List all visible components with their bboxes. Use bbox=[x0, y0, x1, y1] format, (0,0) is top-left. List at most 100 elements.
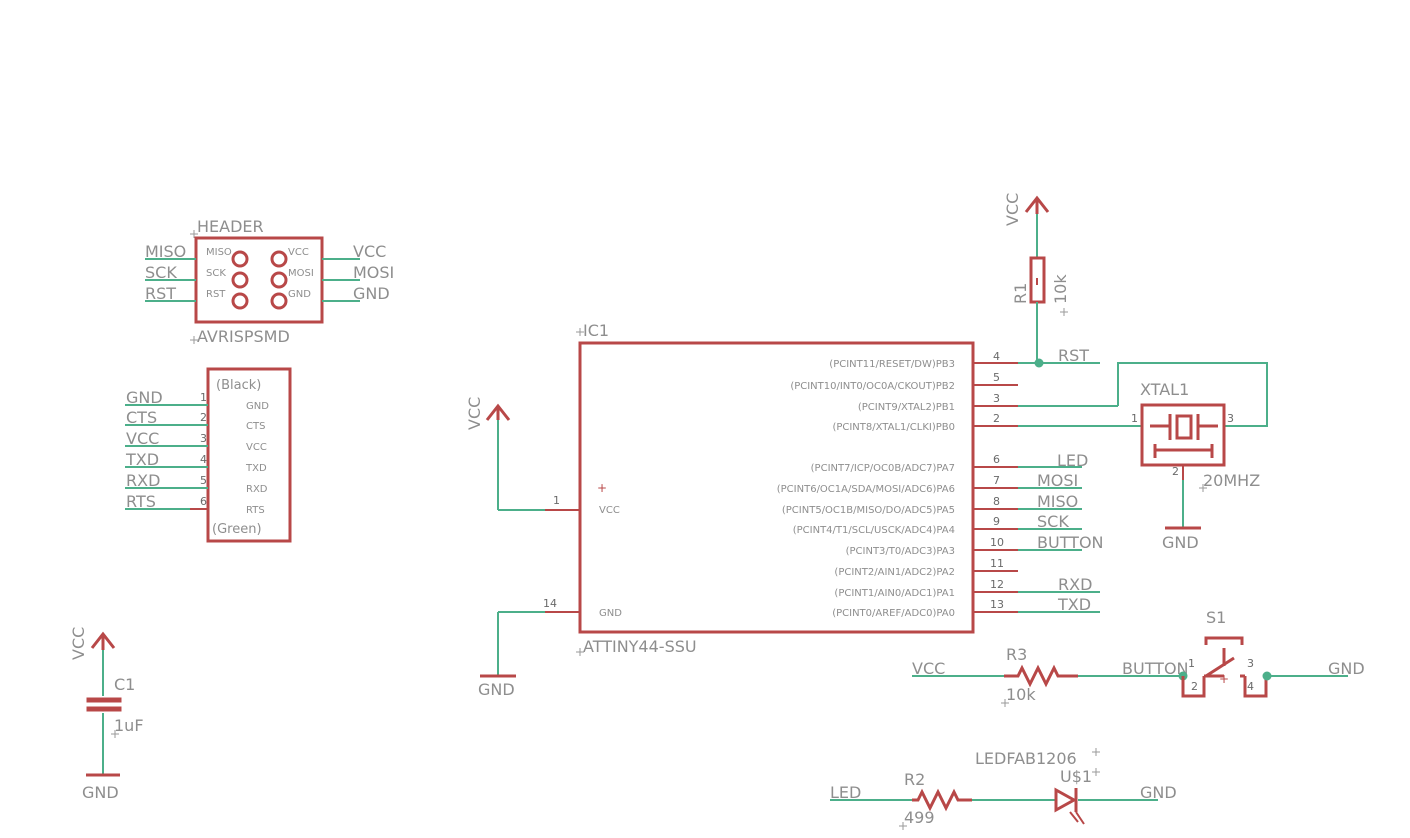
ftdi-pin-label-rxd: RXD bbox=[246, 484, 268, 495]
ftdi-pin-num-1: 1 bbox=[200, 391, 207, 404]
header-pad-3 bbox=[231, 271, 249, 289]
s1-loop-left bbox=[1181, 676, 1206, 698]
ic-pin-label-pa2: (PCINT2/AIN1/ADC2)PA2 bbox=[834, 567, 955, 578]
ic-pin-num-9: 9 bbox=[993, 515, 1000, 528]
c1-name: C1 bbox=[114, 675, 135, 694]
r3-name: R3 bbox=[1006, 645, 1027, 664]
ftdi-pin-num-5: 5 bbox=[200, 474, 207, 487]
ic-gnd-pin-label: GND bbox=[599, 608, 622, 619]
ic-pin-num-11: 11 bbox=[990, 557, 1004, 570]
xtal-name: XTAL1 bbox=[1140, 380, 1189, 399]
r2-zigzag-icon bbox=[912, 788, 972, 812]
ic-right-nets[interactable] bbox=[1018, 362, 1100, 613]
c1-plate-top bbox=[86, 697, 122, 703]
ftdi-net-rts: RTS bbox=[126, 492, 156, 511]
header-pin-label-sck: SCK bbox=[206, 268, 226, 279]
led-gnd-label: GND bbox=[1140, 783, 1177, 802]
net-label-mosi: MOSI bbox=[353, 263, 394, 282]
net-label-miso: MISO bbox=[145, 242, 186, 261]
ic-pin-label-pb0: (PCINT8/XTAL1/CLKI)PB0 bbox=[832, 422, 955, 433]
ic-pin-label-pb2: (PCINT10/INT0/OC0A/CKOUT)PB2 bbox=[790, 381, 955, 392]
ic-pin-num-1: 1 bbox=[553, 494, 560, 507]
xtal-gnd-label: GND bbox=[1162, 533, 1199, 552]
ic-pin-label-pa4: (PCINT4/T1/SCL/USCK/ADC4)PA4 bbox=[793, 525, 955, 536]
net-label-rxd: RXD bbox=[1058, 575, 1092, 594]
s1-gnd-label: GND bbox=[1328, 659, 1365, 678]
ftdi-net-rxd: RXD bbox=[126, 471, 160, 490]
r3-right-net-label: BUTTON bbox=[1122, 659, 1189, 678]
s1-pin-2: 2 bbox=[1191, 680, 1198, 693]
net-label-miso: MISO bbox=[1037, 492, 1078, 511]
net-label-rst: RST bbox=[145, 284, 176, 303]
xtal-pin-1: 1 bbox=[1131, 412, 1138, 425]
header-pad-5 bbox=[231, 292, 249, 310]
r1-value: 10k bbox=[1051, 274, 1070, 304]
ic-value: ATTINY44-SSU bbox=[583, 637, 697, 656]
ic-pin-label-pb1: (PCINT9/XTAL2)PB1 bbox=[858, 402, 955, 413]
ic-pin-num-14: 14 bbox=[543, 597, 557, 610]
ic-pin-num-13: 13 bbox=[990, 598, 1004, 611]
header-pin-label-rst: RST bbox=[206, 289, 226, 300]
c1-value: 1uF bbox=[114, 716, 144, 735]
ftdi-net-vcc: VCC bbox=[126, 429, 159, 448]
s1-name: S1 bbox=[1206, 608, 1226, 627]
s1-pin-3: 3 bbox=[1247, 657, 1254, 670]
ic-plus-mark: + bbox=[597, 481, 607, 495]
net-label-sck: SCK bbox=[145, 263, 177, 282]
ftdi-net-gnd: GND bbox=[126, 388, 163, 407]
ftdi-pin-num-2: 2 bbox=[200, 411, 207, 424]
ic-right-pins bbox=[973, 362, 1018, 613]
r1-name: R1 bbox=[1011, 283, 1030, 304]
net-label-mosi: MOSI bbox=[1037, 471, 1078, 490]
ftdi-net-txd: TXD bbox=[125, 450, 159, 469]
s1-lever-icon bbox=[1205, 656, 1235, 678]
header-name: HEADER bbox=[197, 217, 264, 236]
net-label-txd: TXD bbox=[1057, 595, 1091, 614]
header-pad-4 bbox=[270, 271, 288, 289]
header-value: AVRISPSMD bbox=[197, 327, 290, 346]
button-circuit[interactable]: VCC R3 10k BUTTON + S1 1 2 3 4 GND bbox=[912, 608, 1365, 704]
ftdi-bottom-label: (Green) bbox=[212, 522, 262, 537]
net-label-button: BUTTON bbox=[1037, 533, 1104, 552]
ftdi-pin-num-6: 6 bbox=[200, 495, 207, 508]
xtal-pin-3: 3 bbox=[1227, 412, 1234, 425]
ftdi-header[interactable]: (Black) (Green) GND CTS VCC TXD RXD RTS … bbox=[125, 367, 292, 543]
header-pad-6 bbox=[270, 292, 288, 310]
ic-pin-label-pa5: (PCINT5/OC1B/MISO/DO/ADC5)PA5 bbox=[782, 505, 955, 516]
ic-pin-label-pb3: (PCINT11/RESET/DW)PB3 bbox=[829, 359, 955, 370]
ftdi-pin-label-vcc: VCC bbox=[246, 442, 267, 453]
ic-pin-label-pa0: (PCINT0/AREF/ADC0)PA0 bbox=[832, 608, 955, 619]
ic-pin-num-10: 10 bbox=[990, 536, 1004, 549]
ic-vcc-pin-label: VCC bbox=[599, 505, 620, 516]
led-value: LEDFAB1206 bbox=[975, 749, 1077, 768]
ic-pin-label-pa3: (PCINT3/T0/ADC3)PA3 bbox=[846, 546, 955, 557]
c1-vcc-label: VCC bbox=[69, 627, 88, 660]
ic-pin-num-12: 12 bbox=[990, 578, 1004, 591]
net-label-vcc: VCC bbox=[353, 242, 386, 261]
header-pin-label-gnd: GND bbox=[288, 289, 311, 300]
c1-plate-bottom bbox=[86, 706, 122, 712]
net-label-sck: SCK bbox=[1037, 512, 1069, 531]
junction-dot bbox=[1262, 671, 1272, 681]
s1-loop-right bbox=[1243, 676, 1268, 698]
ic-attiny44[interactable]: IC1 ATTINY44-SSU + VCC GND 1 14 VCC GND bbox=[465, 321, 1104, 699]
ic-pin-num-7: 7 bbox=[993, 474, 1000, 487]
resistor-r1[interactable]: VCC R1 10k bbox=[1003, 193, 1070, 368]
s1-actuator-icon bbox=[1204, 636, 1244, 645]
ic-pin-num-3: 3 bbox=[993, 392, 1000, 405]
ftdi-pin-label-gnd: GND bbox=[246, 401, 269, 412]
ftdi-pin-label-cts: CTS bbox=[246, 421, 265, 432]
r3-zigzag-icon bbox=[1004, 664, 1078, 688]
led-circuit[interactable]: LED R2 499 LEDFAB1206 U$1 GND bbox=[830, 749, 1177, 827]
net-wire[interactable] bbox=[1117, 362, 1268, 427]
xtal-pin-2: 2 bbox=[1172, 465, 1179, 478]
capacitor-c1[interactable]: VCC C1 1uF GND bbox=[69, 627, 144, 802]
crystal-xtal1[interactable]: XTAL1 20MHZ 1 3 2 GND bbox=[1018, 362, 1268, 552]
gnd-symbol-label: GND bbox=[478, 680, 515, 699]
avrisp-header[interactable]: HEADER AVRISPSMD MISO SCK RST VCC MOSI G… bbox=[145, 217, 394, 346]
header-pin-label-mosi: MOSI bbox=[288, 268, 314, 279]
ftdi-body bbox=[206, 367, 292, 543]
ftdi-pin-label-rts: RTS bbox=[246, 505, 265, 516]
xtal-crystal-icon bbox=[1175, 414, 1193, 440]
